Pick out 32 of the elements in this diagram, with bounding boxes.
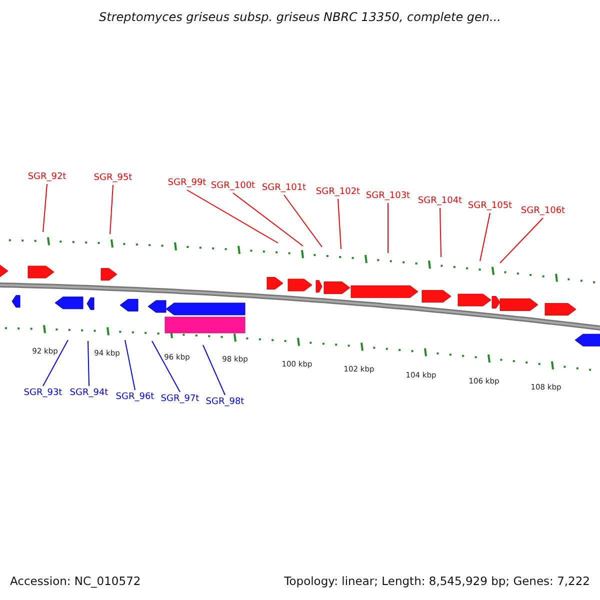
gene-label: SGR_99t [168, 178, 206, 188]
leader-line [88, 340, 90, 386]
gene-label: SGR_104t [418, 196, 462, 206]
leader-line [202, 344, 226, 396]
gene-label: SGR_97t [160, 394, 200, 404]
gene-label: SGR_103t [366, 191, 410, 201]
gene-label: SGR_92t [28, 172, 66, 182]
gene-label: SGR_94t [70, 388, 108, 398]
chart-title: Streptomyces griseus subsp. griseus NBRC 13350, complete gen... [98, 10, 502, 24]
leader-line [232, 192, 304, 246]
leader-line [500, 218, 544, 264]
leader-line [42, 184, 48, 232]
leader-line [440, 208, 442, 258]
leader-line [124, 340, 136, 390]
footer-text: Accession: NC_010572 [10, 574, 141, 588]
gene-label: SGR_95t [94, 173, 132, 183]
gene-label: SGR_93t [24, 388, 62, 398]
gene-label: SGR_102t [316, 187, 360, 197]
gene-label: SGR_98t [206, 397, 244, 407]
gene-label: SGR_96t [116, 392, 154, 402]
leader-line [186, 190, 278, 244]
leader-line [110, 184, 114, 234]
leader-line [338, 198, 342, 250]
gene-label: SGR_100t [210, 181, 256, 191]
footer-text: Topology: linear; Length: 8,545,929 bp; Genes: 7,222 [284, 574, 590, 588]
leader-line [152, 340, 180, 392]
leader-line [284, 194, 322, 248]
leader-line [480, 212, 490, 262]
gene-label: SGR_101t [262, 183, 306, 193]
gene-label: SGR_105t [468, 201, 512, 211]
leader-line [42, 340, 68, 386]
gene-label: SGR_106t [520, 206, 566, 216]
